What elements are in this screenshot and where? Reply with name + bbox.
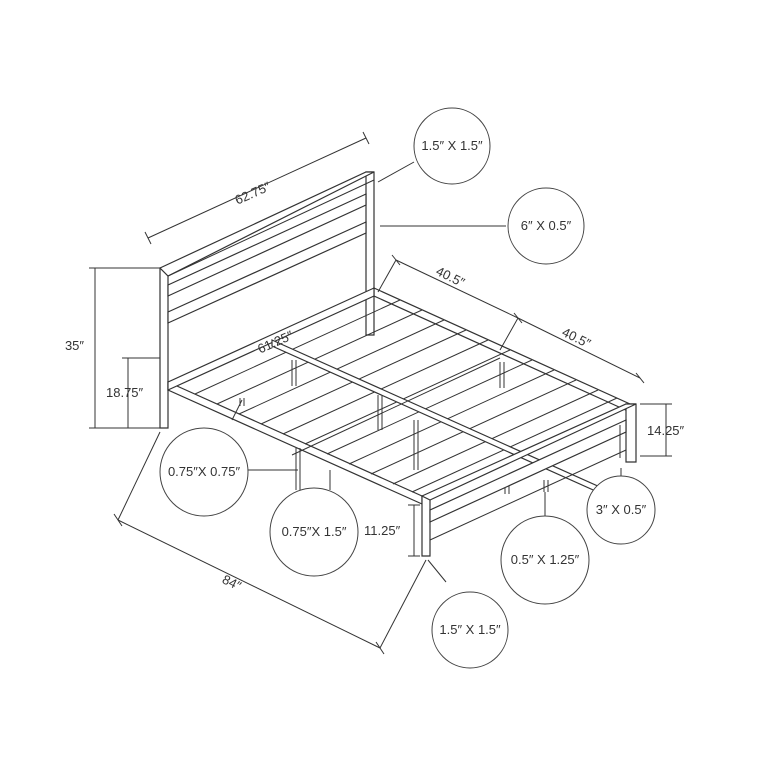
callout-bubble-center-rail (269, 487, 359, 577)
callout-bubble-footboard-panel (586, 475, 656, 545)
label-footboard-height: 14.25″ (647, 423, 685, 438)
callout-label-foot-rail: 0.5″ X 1.25″ (511, 552, 580, 567)
callout-bubble-foot-rail (500, 515, 590, 605)
callout-bubble-post-top (413, 107, 491, 185)
callout-label-footboard-panel: 3″ X 0.5″ (596, 502, 647, 517)
footboard-right-post (625, 403, 637, 463)
callout-leaders (231, 161, 622, 583)
footboard-top-rail (420, 403, 637, 501)
headboard-panel-lower (167, 221, 367, 324)
label-overall-length: 84″ (220, 572, 244, 594)
callout-label-post-top: 1.5″ X 1.5″ (421, 138, 483, 153)
label-overall-height: 35″ (65, 338, 84, 353)
bed-frame-drawing (158, 171, 637, 557)
callout-bubble-headboard-panel (507, 187, 585, 265)
callout-bubble-slat (159, 427, 249, 517)
label-headboard-leg-height: 18.75″ (106, 385, 144, 400)
label-footboard-clearance: 11.25″ (364, 523, 401, 538)
callout-bubble-post-bottom (431, 591, 509, 669)
slats (194, 299, 618, 493)
label-headboard-width: 62.75″ (232, 179, 272, 208)
headboard-right-post (365, 171, 375, 336)
head-cross-rail (167, 287, 375, 391)
support-legs (239, 360, 549, 494)
headboard-top-rail (158, 171, 375, 277)
callout-label-headboard-panel: 6″ X 0.5″ (521, 218, 572, 233)
headboard-left-post (159, 267, 169, 429)
footboard-left-post (421, 495, 431, 557)
callout-label-slat: 0.75″X 0.75″ (168, 464, 240, 479)
dimension-lines (89, 131, 672, 655)
callout-label-center-rail: 0.75″X 1.5″ (282, 524, 347, 539)
headboard-panel-upper (167, 193, 367, 297)
footboard-panel (429, 419, 627, 523)
callout-label-post-bottom: 1.5″ X 1.5″ (439, 622, 501, 637)
